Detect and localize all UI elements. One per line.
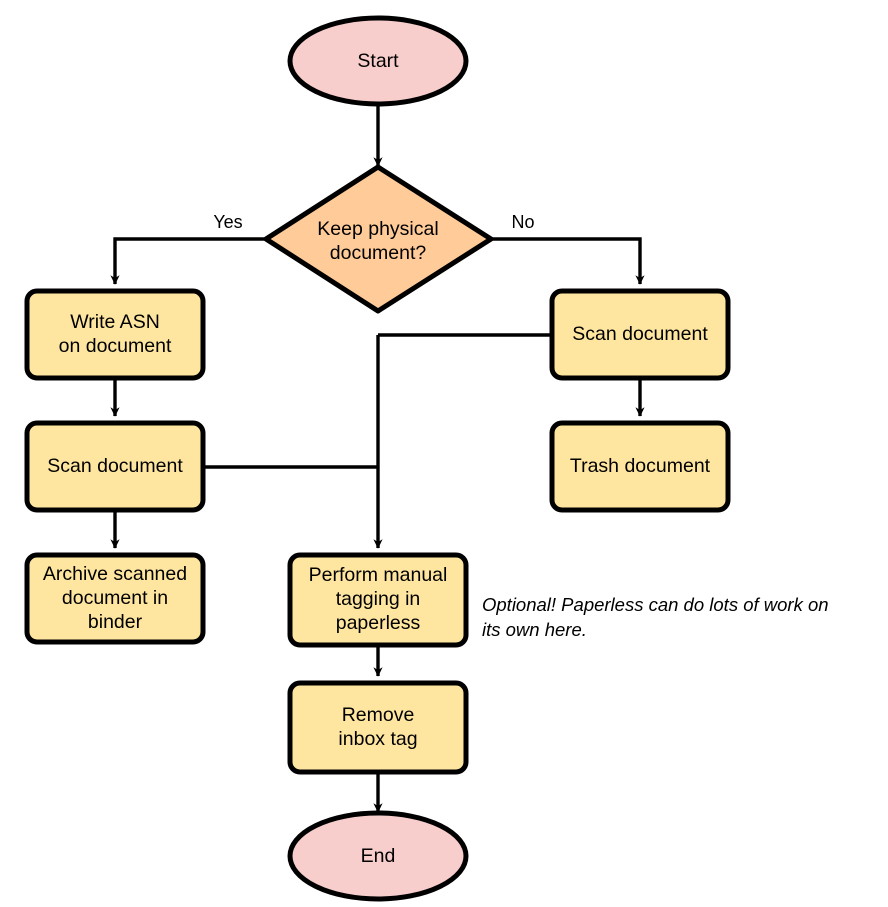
trash-document-box[interactable] xyxy=(549,420,731,513)
decision-label-line2: document? xyxy=(330,242,427,264)
archive-document-box[interactable] xyxy=(24,552,206,645)
scan-document-right-label: Scan document xyxy=(572,323,708,345)
scan-document-left-box[interactable] xyxy=(24,420,206,513)
node-decision-keep-physical-document[interactable]: Keep physical document? xyxy=(263,164,494,314)
remove-inbox-tag-label-line1: Remove xyxy=(342,704,415,726)
edge-label-yes: Yes xyxy=(213,212,242,232)
decision-label-line1: Keep physical xyxy=(317,218,438,240)
archive-label-line1: Archive scanned xyxy=(43,563,187,585)
end-label: End xyxy=(361,845,396,867)
archive-label-line3: binder xyxy=(88,611,143,633)
write-asn-box[interactable] xyxy=(24,288,206,381)
scan-document-left-label: Scan document xyxy=(47,455,183,477)
manual-tagging-label-line3: paperless xyxy=(336,612,421,634)
node-end[interactable]: End xyxy=(287,810,469,902)
node-scan-document-left[interactable]: Scan document xyxy=(24,420,206,513)
manual-tagging-label-line2: tagging in xyxy=(336,588,421,610)
edge-label-no: No xyxy=(511,212,534,232)
end-ellipse[interactable] xyxy=(287,810,469,902)
start-label: Start xyxy=(357,50,399,72)
node-trash-document[interactable]: Trash document xyxy=(549,420,731,513)
manual-tagging-box[interactable] xyxy=(287,552,469,648)
write-asn-label-line2: on document xyxy=(59,335,172,357)
edge-decision-to-write-asn xyxy=(110,237,266,285)
write-asn-label-line1: Write ASN xyxy=(70,311,160,333)
node-start[interactable]: Start xyxy=(287,15,469,107)
node-remove-inbox-tag[interactable]: Remove inbox tag xyxy=(287,680,469,775)
annotation-optional-note: Optional! Paperless can do lots of work … xyxy=(482,594,829,640)
node-write-asn-on-document[interactable]: Write ASN on document xyxy=(24,288,206,381)
remove-inbox-tag-label-line2: inbox tag xyxy=(338,728,417,750)
trash-document-label: Trash document xyxy=(570,455,711,477)
node-perform-manual-tagging[interactable]: Perform manual tagging in paperless xyxy=(287,552,469,648)
optional-note-line2: its own here. xyxy=(482,619,587,640)
decision-diamond[interactable] xyxy=(263,164,494,314)
manual-tagging-label-line1: Perform manual xyxy=(309,564,448,586)
archive-label-line2: document in xyxy=(62,587,168,609)
start-ellipse[interactable] xyxy=(287,15,469,107)
optional-note-line1: Optional! Paperless can do lots of work … xyxy=(482,594,829,615)
edge-decision-to-scan-right xyxy=(491,237,645,285)
edge-label-layer: Yes No xyxy=(213,212,534,232)
scan-document-right-box[interactable] xyxy=(549,288,731,381)
node-archive-scanned-document[interactable]: Archive scanned document in binder xyxy=(24,552,206,645)
remove-inbox-tag-box[interactable] xyxy=(287,680,469,775)
connector-layer xyxy=(110,104,645,813)
node-scan-document-right[interactable]: Scan document xyxy=(549,288,731,381)
